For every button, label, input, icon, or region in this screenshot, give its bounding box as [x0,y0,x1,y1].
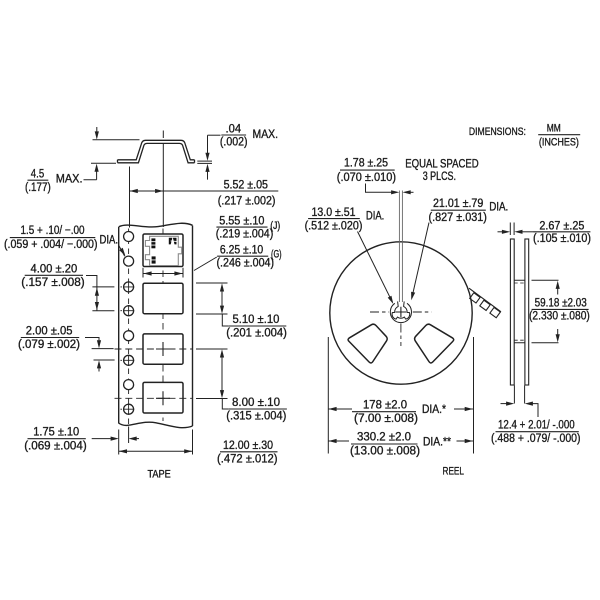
svg-text:4.00 ±.20: 4.00 ±.20 [31,261,78,275]
svg-text:(.217 ±.002): (.217 ±.002) [218,194,276,208]
svg-text:21.01 ±.79: 21.01 ±.79 [433,196,483,210]
svg-text:DIA.: DIA. [489,200,508,214]
svg-text:(.002): (.002) [220,135,248,149]
svg-text:.04: .04 [226,121,242,135]
svg-text:(.219 ±.004): (.219 ±.004) [216,227,273,241]
svg-text:MAX.: MAX. [253,127,279,141]
svg-text:(.472 ±.012): (.472 ±.012) [217,451,278,465]
svg-text:(7.00 ±.008): (7.00 ±.008) [354,411,418,425]
svg-text:(.512 ±.020): (.512 ±.020) [305,219,363,233]
svg-text:DIA.: DIA. [366,209,384,223]
svg-text:(.069 ±.004): (.069 ±.004) [24,438,87,452]
svg-text:(13.00 ±.008): (13.00 ±.008) [350,443,420,457]
svg-text:EQUAL SPACED: EQUAL SPACED [405,157,479,171]
svg-text:1.75 ±.10: 1.75 ±.10 [33,425,79,439]
svg-text:2.67 ±.25: 2.67 ±.25 [539,218,584,232]
svg-text:3 PLCS.: 3 PLCS. [423,169,456,183]
svg-text:(INCHES): (INCHES) [539,136,579,148]
svg-text:6.25 ±.10: 6.25 ±.10 [220,242,263,256]
svg-text:MM: MM [547,123,561,135]
svg-text:DIA.*: DIA.* [422,402,446,416]
svg-text:(.070 ±.010): (.070 ±.010) [337,170,396,184]
svg-text:330.2 ±2.0: 330.2 ±2.0 [357,429,411,443]
svg-text:5.10 ±.10: 5.10 ±.10 [233,312,280,326]
svg-text:5.52 ±.05: 5.52 ±.05 [224,177,269,191]
svg-text:(J): (J) [270,220,280,232]
svg-text:(.177): (.177) [25,180,51,194]
svg-text:12.4 + 2.01/ -.000: 12.4 + 2.01/ -.000 [498,417,575,431]
svg-text:DIA.: DIA. [100,233,119,247]
svg-text:(2.330 ±.080): (2.330 ±.080) [529,309,590,323]
svg-text:2.00 ±.05: 2.00 ±.05 [26,324,73,338]
svg-text:DIMENSIONS:: DIMENSIONS: [469,126,526,138]
svg-text:1.5 + .10/ −.00: 1.5 + .10/ −.00 [21,223,85,237]
svg-text:TAPE: TAPE [148,469,171,481]
svg-text:13.0 ±.51: 13.0 ±.51 [312,205,356,219]
svg-text:(.105 ±.010): (.105 ±.010) [533,231,591,245]
svg-text:178 ±2.0: 178 ±2.0 [363,398,407,412]
svg-text:4.5: 4.5 [31,167,45,181]
svg-text:59.18 ±2.03: 59.18 ±2.03 [535,296,587,310]
svg-text:(.488 + .079/ -.000): (.488 + .079/ -.000) [491,431,581,445]
svg-text:(.079 ±.002): (.079 ±.002) [18,337,80,351]
svg-text:8.00 ±.10: 8.00 ±.10 [232,395,280,409]
svg-text:(.246 ±.004): (.246 ±.004) [217,256,275,270]
svg-text:MAX.: MAX. [56,172,83,186]
svg-text:(.059 + .004/ −.000): (.059 + .004/ −.000) [4,237,98,251]
svg-text:5.55 ±.10: 5.55 ±.10 [219,213,264,227]
svg-text:(.157 ±.008): (.157 ±.008) [21,275,84,289]
svg-text:DIA.**: DIA.** [423,434,451,448]
svg-text:REEL: REEL [443,466,465,478]
svg-text:(.201 ±.004): (.201 ±.004) [226,326,287,340]
svg-text:(.315 ±.004): (.315 ±.004) [226,409,286,423]
svg-text:(.827 ±.031): (.827 ±.031) [429,210,487,224]
svg-text:(G): (G) [271,249,282,261]
svg-text:12.00 ±.30: 12.00 ±.30 [223,438,273,452]
svg-text:1.78 ±.25: 1.78 ±.25 [344,156,388,170]
